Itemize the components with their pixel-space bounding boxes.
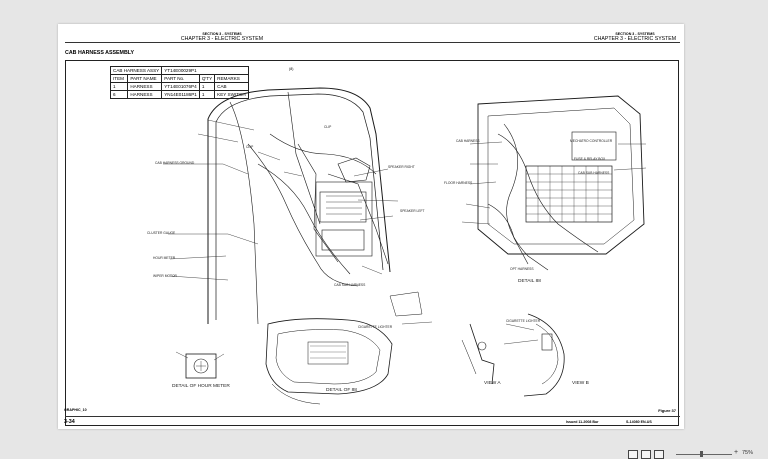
label-wiper-motor: WIPER MOTOR	[153, 274, 177, 278]
table-cell: 6	[109, 90, 129, 99]
document-page: SECTION 3 - SYSTEMS CHAPTER 3 - ELECTRIC…	[58, 24, 684, 429]
caption-detail-bb: DETAIL OF 88	[326, 388, 357, 393]
table-cell: 1	[198, 90, 216, 99]
caption-hour-meter-detail: DETAIL OF HOUR METER	[172, 384, 230, 389]
caption-detail-88: DETAIL 88	[518, 279, 541, 284]
label-opt-harness: OPT HARNESS	[510, 267, 534, 271]
label-cluster-gauge: CLUSTER GAUGE	[147, 231, 176, 235]
header-rule	[65, 42, 680, 43]
figure-frame	[65, 60, 679, 426]
label-speaker-left: SPEAKER LEFT	[400, 209, 425, 213]
label-clip: CLIP	[324, 125, 332, 129]
caption-view-b: VIEW B	[572, 381, 589, 386]
label-cab-sub-harness: CAB SUB HARNESS	[578, 171, 610, 175]
label-hour-meter: HOUR METER	[153, 256, 176, 260]
header-left-chapter: CHAPTER 3 - ELECTRIC SYSTEM	[180, 36, 264, 42]
issue-date: Issued 11-2008 Bur	[566, 420, 599, 424]
label-cigarette-lighter: CIGARETTE LIGHTER	[506, 319, 541, 323]
header-right-section: SECTION 3 - SYSTEMS	[615, 32, 655, 36]
label-cab-harness: CAB HARNESS	[456, 139, 480, 143]
two-page-view-button[interactable]	[641, 450, 651, 459]
viewer-status-bar: + 75%	[0, 449, 768, 459]
parts-table-code: (8)	[289, 67, 294, 71]
label-speaker-right: SPEAKER RIGHT	[388, 165, 415, 169]
header-right-chapter: CHAPTER 3 - ELECTRIC SYSTEM	[593, 36, 677, 42]
table-row: 6 HARNESS YN14E01186P1 1 KEY SWITCH	[109, 90, 249, 99]
label-cab-sub-harness: CAB SUB HARNESS	[334, 283, 366, 287]
label-floor-harness: FLOOR HARNESS	[444, 181, 473, 185]
label-mechatro-controller: MECHATRO CONTROLLER	[570, 139, 613, 143]
header-left-section: SECTION 3 - SYSTEMS	[202, 32, 242, 36]
zoom-slider-handle[interactable]	[700, 451, 703, 457]
caption-view-a: VIEW A	[484, 381, 501, 386]
zoom-slider-track[interactable]	[676, 454, 732, 455]
label-fuse-relay-box: FUSE & RELAY BOX	[574, 157, 606, 161]
figure-number: Figure 37	[658, 408, 676, 413]
footer-rule	[65, 416, 680, 417]
label-cab-harness-ground: CAB HARNESS GROUND	[155, 161, 195, 165]
continuous-view-button[interactable]	[654, 450, 664, 459]
zoom-in-icon[interactable]: +	[734, 449, 739, 456]
document-number: S-14080 EN-US	[626, 420, 652, 424]
page-title: CAB HARNESS ASSEMBLY	[65, 50, 135, 56]
header-left: SECTION 3 - SYSTEMS CHAPTER 3 - ELECTRIC…	[162, 32, 282, 42]
cab-harness-drawing	[163, 87, 647, 405]
parts-table: CAB HARNESS ASSY YT14E00029P1 ITEM PART …	[109, 66, 249, 99]
graphic-id: GRAPHIC_10	[64, 408, 87, 412]
single-page-view-button[interactable]	[628, 450, 638, 459]
label-clip: CLIP	[246, 145, 254, 149]
label-cigarette-lighter: CIGARETTE LIGHTER	[358, 325, 393, 329]
page-number: 3-34	[64, 419, 75, 425]
header-right: SECTION 3 - SYSTEMS CHAPTER 3 - ELECTRIC…	[588, 32, 682, 42]
table-cell: HARNESS	[127, 90, 163, 99]
zoom-level: 75%	[742, 450, 754, 456]
